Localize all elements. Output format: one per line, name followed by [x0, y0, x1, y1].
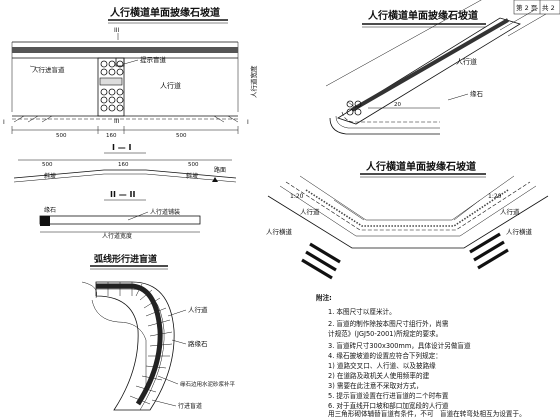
- arc-curb-label: 路缘石: [188, 339, 208, 348]
- plan-two-prompt-circles: [346, 100, 362, 116]
- section-two-width-label: 人行道宽度: [102, 232, 132, 240]
- plan-three-outer-edge: [267, 195, 549, 249]
- note-item-1: 1. 本图尺寸以厘米计。: [328, 307, 396, 316]
- plan-one-crosswalk-label: 人行道: [160, 81, 181, 90]
- level-marker-icon: [212, 177, 218, 182]
- note-item-5: 4. 缘石披坡道的设置应符合下列规定：: [328, 351, 442, 360]
- section-one-title: I — I: [112, 143, 132, 152]
- notes-heading: 附注:: [316, 293, 332, 302]
- notes: 附注: 1. 本图尺寸以厘米计。 2. 盲道的制作除按本图尺寸组行外，尚需 计规…: [316, 293, 526, 418]
- plan-two-dim: 20: [394, 102, 401, 108]
- plan-two-curb: [329, 117, 440, 135]
- section-i-right: I: [247, 119, 249, 126]
- arc-plan: 弧线形行进盲道 人行道 路缘石 缘石边用水泥砂浆补平 行进盲道: [81, 253, 236, 411]
- plan-one-prompt-label: 提示盲道: [140, 55, 167, 64]
- plan-one: 人行横道单面披缘石坡道 III 人行进盲道 提示盲道 人行道 人行道宽度: [3, 6, 258, 139]
- crosswalk-stripes-left: [301, 242, 341, 280]
- plan-one-tactile-band: [12, 41, 238, 59]
- section-two-slab: [39, 215, 201, 225]
- plan-three-right-crossing: 人行横道: [506, 227, 533, 236]
- section-one-dim-left: 500: [42, 162, 53, 168]
- section-one-right-slope: 斜坡: [186, 172, 198, 180]
- section-one: I — I 500 160 500 斜坡 斜坡 路面: [13, 143, 237, 183]
- plan-one-dim-right: 500: [176, 133, 187, 139]
- page-number: 第 2 页: [516, 3, 538, 12]
- plan-one-title: 人行横道单面披缘石坡道: [110, 6, 220, 19]
- note-item-10: 6. 对于直线开口坡和部口加宽段的人行道: [328, 401, 449, 410]
- note-item-7: 2) 在道路及政机关人使用频率的建: [328, 371, 430, 380]
- section-one-dim-right: 500: [188, 162, 199, 168]
- arc-band: [95, 281, 175, 411]
- note-item-6: 1) 道路交叉口、人行道、以及披路缘: [328, 361, 436, 370]
- section-two-walk-label: 人行道铺装: [150, 208, 180, 216]
- section-one-left-slope: 斜坡: [44, 172, 56, 180]
- plan-one-left-label: 人行进盲道: [32, 65, 65, 74]
- plan-two-curb-label: 缘石: [470, 89, 484, 98]
- section-two-curb-label: 缘石: [44, 206, 56, 214]
- plan-three-left-sidewalk: 人行道: [300, 207, 320, 216]
- section-one-dim-mid: 160: [118, 162, 129, 168]
- plan-one-dim-mid: 160: [106, 133, 117, 139]
- plan-two: 人行横道单面披缘石坡道 人行道 缘石 20: [325, 0, 547, 135]
- arc-curb-curve: [91, 299, 147, 390]
- note-item-3: 计规范》(JGJ50-2001)所规定的要求。: [328, 329, 442, 338]
- section-i-left: I: [3, 119, 5, 126]
- plan-two-sidewalk-label: 人行道: [456, 57, 477, 66]
- arc-tactile-label: 行进盲道: [178, 402, 202, 410]
- plan-three-left-crossing: 人行横道: [266, 227, 293, 236]
- note-item-4: 3. 盲道砖尺寸300x300mm，具体设计另做盲道: [328, 341, 471, 350]
- plan-one-right-label: 人行道宽度: [249, 65, 258, 98]
- note-item-8: 3) 需要在此注意不采取对方式，: [328, 381, 423, 390]
- plan-three-title: 人行横道单面披缘石坡道: [366, 160, 476, 173]
- prompt-strip-circles: [99, 60, 124, 112]
- plan-three-slope-left: 1:20: [290, 193, 304, 200]
- plan-two-tactile-band: [351, 18, 509, 112]
- plan-two-title: 人行横道单面披缘石坡道: [368, 9, 478, 22]
- plan-three-right-sidewalk: 人行道: [500, 207, 520, 216]
- page-total: 共 2: [542, 3, 555, 12]
- arc-plan-title: 弧线形行进盲道: [94, 253, 157, 265]
- plan-one-dim-left: 500: [56, 133, 67, 139]
- arc-sidewalk-label: 人行道: [188, 305, 208, 314]
- section-mark-bottom: III: [114, 118, 120, 125]
- section-two: II — II 缘石 人行道铺装 人行道宽度: [39, 190, 201, 240]
- section-two-title: II — II: [110, 190, 136, 199]
- note-item-2: 2. 盲道的制作除按本图尺寸组行外，尚需: [328, 319, 449, 328]
- title-block: 第 2 页 共 2: [513, 0, 560, 15]
- plan-three-slope-right: 1:20: [488, 193, 502, 200]
- arc-tactile-path: [96, 283, 163, 406]
- note-item-11: 用三角形砌体辅替盲道有条件，不可: [328, 409, 434, 418]
- crosswalk-stripes-right: [469, 232, 509, 270]
- section-one-profile: [13, 169, 237, 179]
- section-mark-top: III: [114, 27, 120, 34]
- arc-fill-label: 缘石边用水泥砂浆补平: [180, 380, 236, 388]
- plan-three: 人行横道单面披缘石坡道 1:20 1:20 人行道 人行道 人行横道 人行横道: [266, 160, 549, 280]
- note-item-9: 5. 提示盲道设置在行进盲道的二个时布置: [328, 391, 449, 400]
- plan-three-inner-edge: [299, 175, 515, 221]
- tactile-strip-dots: [12, 47, 238, 53]
- plan-three-tactile-band: [305, 189, 509, 227]
- note-item-12: 盲道在转弯处相互为设置于。: [440, 409, 526, 418]
- section-one-curb-label: 路面: [214, 166, 226, 174]
- plan-two-strip-outline: [337, 17, 521, 125]
